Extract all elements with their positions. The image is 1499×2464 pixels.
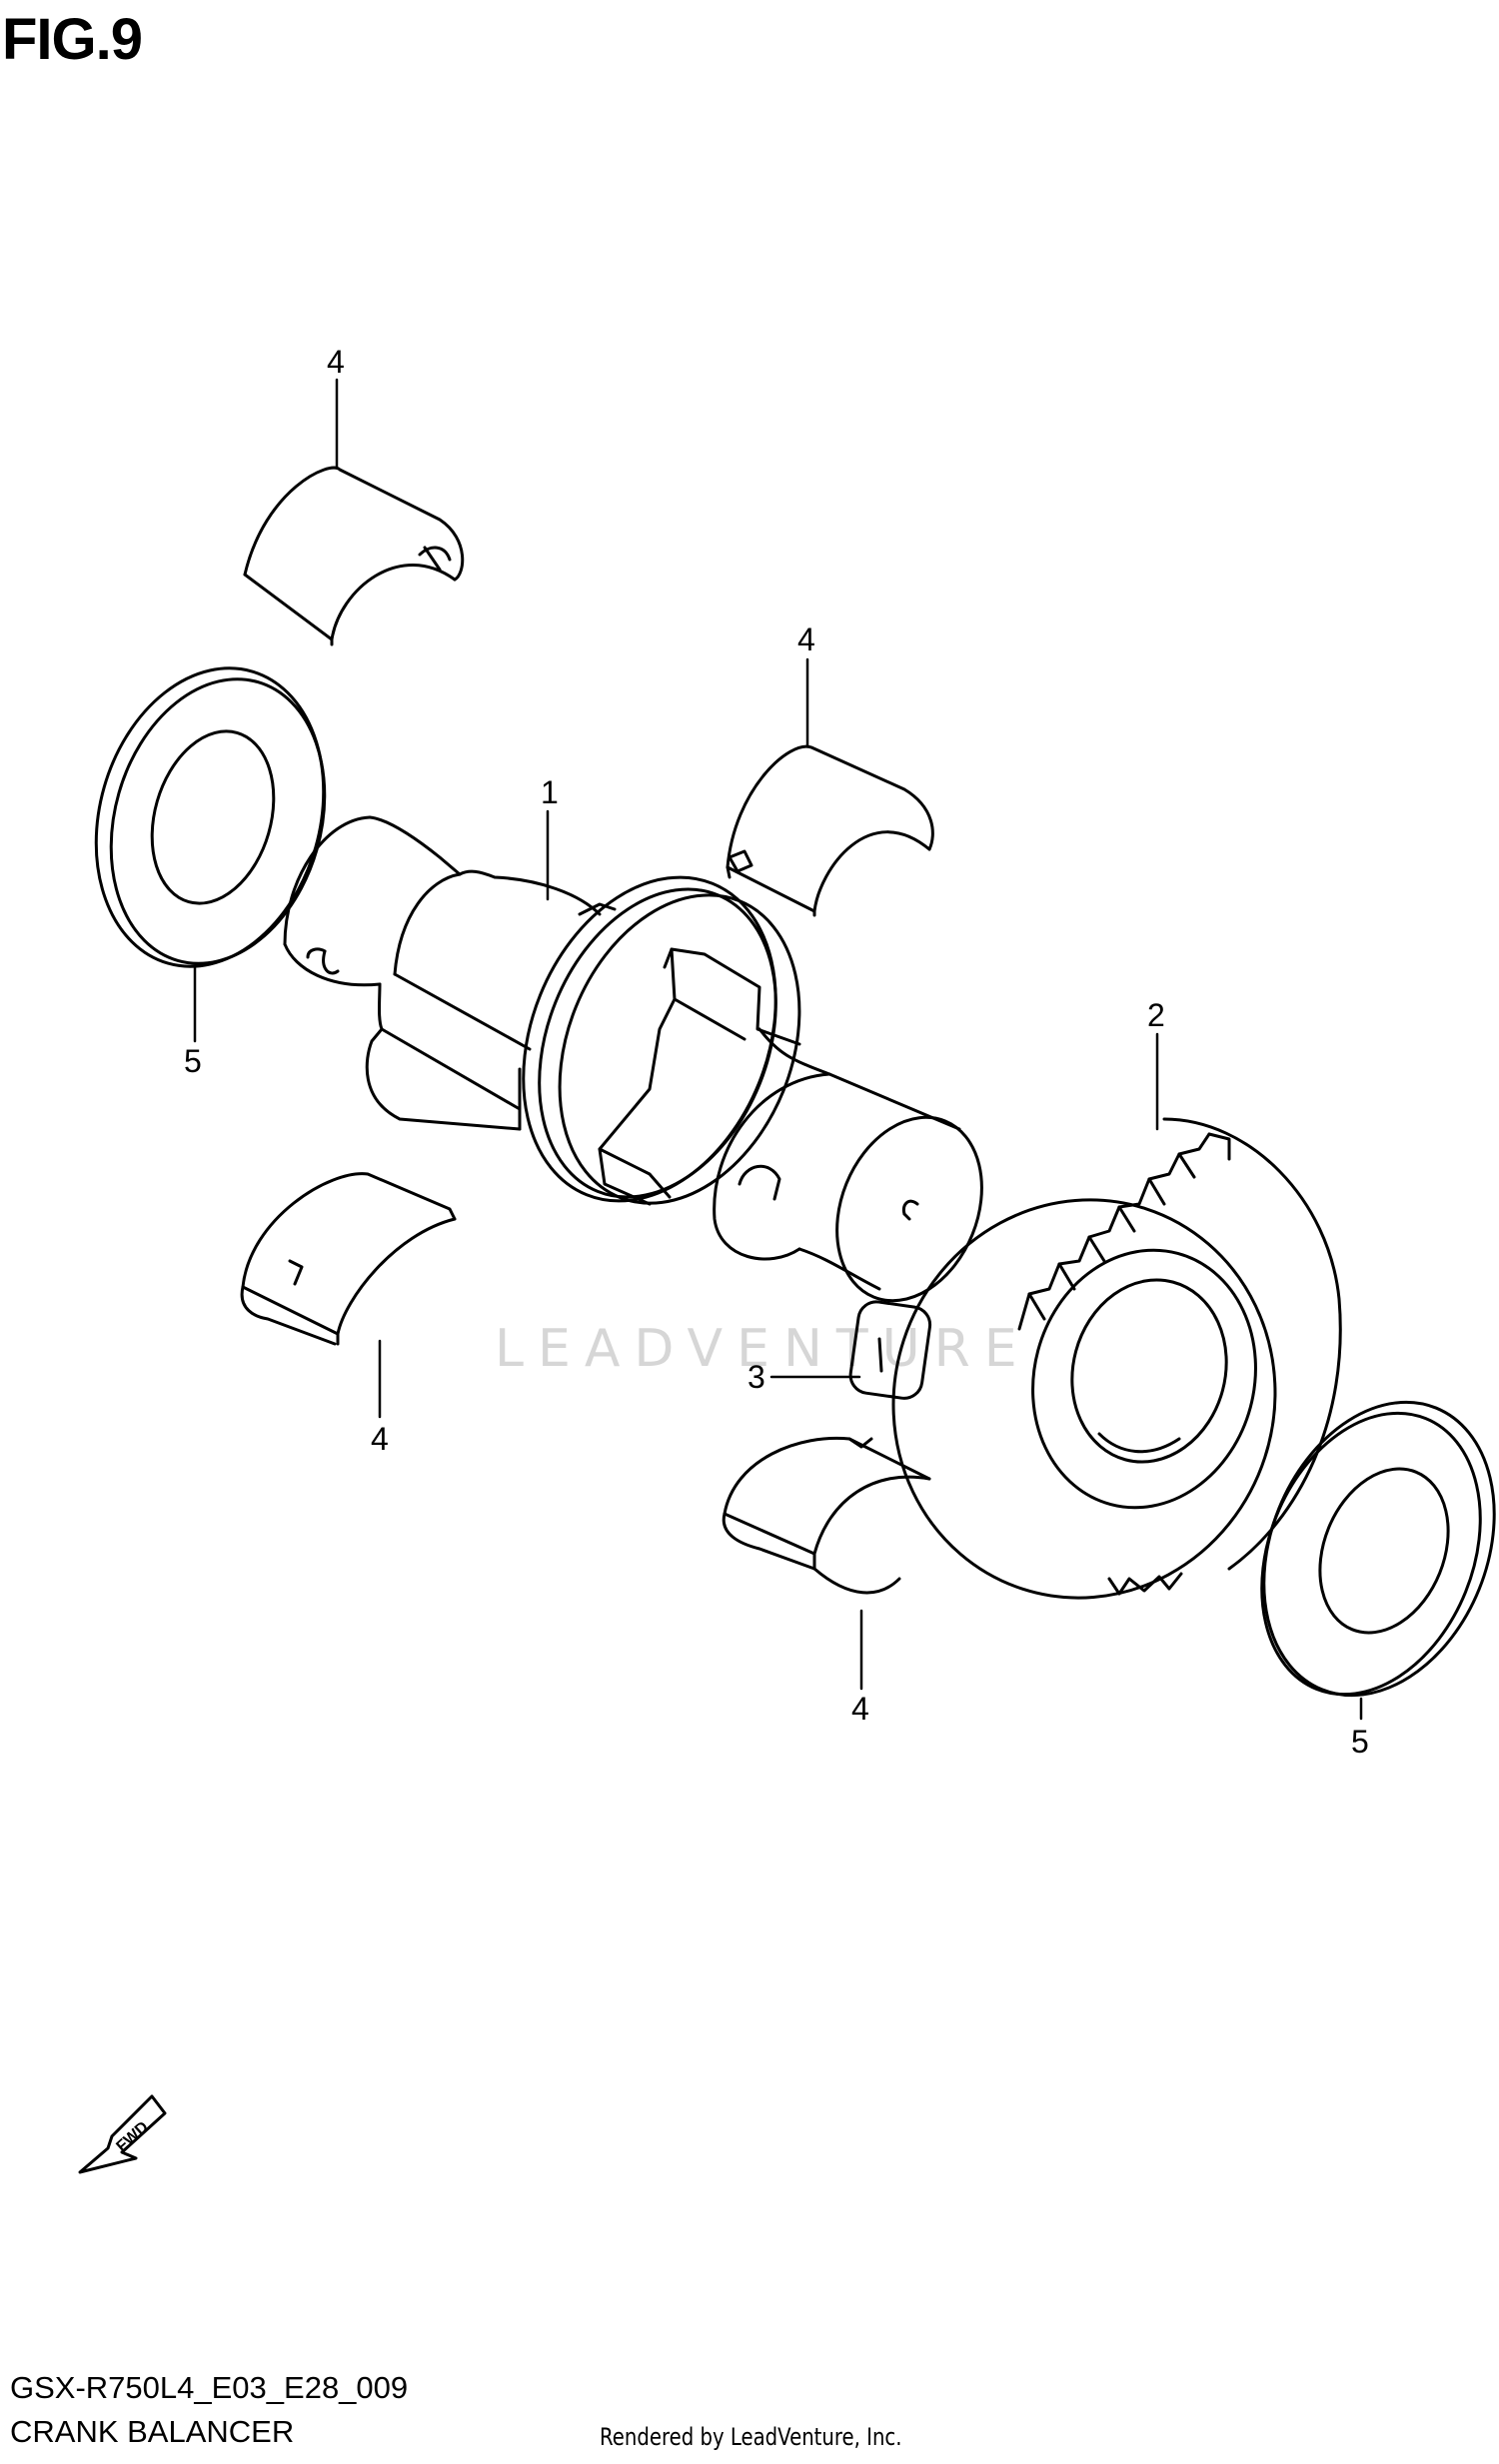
render-credit: Rendered by LeadVenture, Inc. (600, 2423, 902, 2451)
section-name: CRANK BALANCER (10, 2414, 295, 2449)
bearing-lower-left[interactable] (240, 1172, 457, 1346)
figure-title: FIG.9 (2, 7, 143, 72)
callout-3: 3 (748, 1359, 765, 1395)
callout-5-lower-right: 5 (1351, 1724, 1369, 1760)
balancer-shaft[interactable] (283, 815, 1008, 1323)
callout-5-upper-left: 5 (184, 1043, 202, 1079)
callout-4-lower-left: 4 (371, 1421, 389, 1457)
fwd-label: FWD (113, 2118, 151, 2155)
bearing-lower-right[interactable] (722, 1436, 931, 1595)
bearing-upper-right[interactable] (726, 744, 934, 917)
washer-upper-left[interactable] (62, 641, 357, 994)
leader-lines (193, 378, 1363, 1721)
woodruff-key[interactable] (848, 1300, 932, 1401)
balancer-gear[interactable] (841, 1117, 1342, 1648)
model-code: GSX-R750L4_E03_E28_009 (10, 2370, 409, 2405)
bearing-upper-left[interactable] (243, 466, 465, 646)
callout-1: 1 (541, 774, 559, 810)
callout-4-lower-right: 4 (851, 1691, 869, 1727)
callout-4-upper-right: 4 (797, 621, 815, 657)
washer-lower-right[interactable] (1222, 1368, 1499, 1731)
fwd-arrow-icon (78, 2094, 167, 2174)
callout-2: 2 (1147, 997, 1165, 1033)
callout-4-upper-left: 4 (327, 344, 345, 380)
